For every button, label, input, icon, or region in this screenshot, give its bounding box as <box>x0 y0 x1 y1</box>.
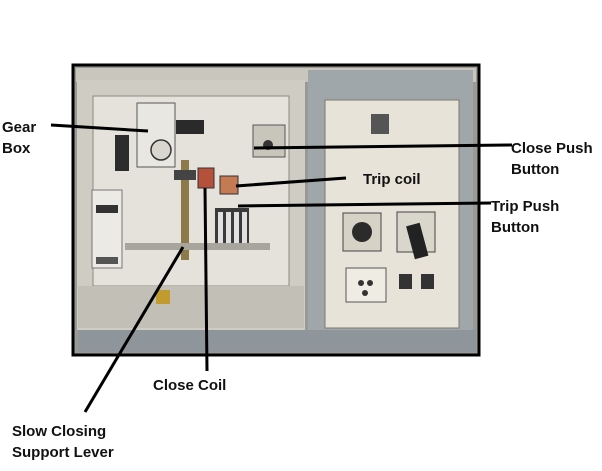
pointer-close-coil <box>203 187 209 372</box>
name-plate <box>91 189 123 269</box>
spring-shaft <box>181 160 189 260</box>
label-close-push-button: Close Push Button <box>511 138 593 180</box>
label-close-coil: Close Coil <box>153 375 226 396</box>
label-close-push-button-line2: Button <box>511 161 560 178</box>
label-trip-push-button: Trip Push Button <box>491 196 559 238</box>
label-gear-box: Gear Box <box>2 117 36 159</box>
gear-wheel <box>150 139 172 161</box>
label-trip-push-button-line1: Trip Push <box>491 198 560 215</box>
label-trip-coil: Trip coil <box>363 169 421 190</box>
label-slow-closing-line1: Slow Closing <box>12 423 107 440</box>
pointer-gear-box <box>50 123 149 133</box>
trip-coil-body <box>219 175 239 195</box>
pointer-trip-push-button <box>237 201 492 208</box>
pointer-trip-coil <box>235 176 347 188</box>
socket-outlet <box>345 267 387 303</box>
pointer-slow-closing-lever <box>83 246 185 413</box>
label-close-coil-line1: Close Coil <box>153 377 227 394</box>
close-coil-body <box>197 167 215 189</box>
label-slow-closing-support-lever: Slow Closing Support Lever <box>12 421 114 463</box>
base-rail <box>125 243 270 250</box>
label-gear-box-line1: Gear <box>2 119 37 136</box>
label-trip-push-button-line2: Button <box>491 219 540 236</box>
label-gear-box-line2: Box <box>2 140 31 157</box>
pointer-close-push-button <box>253 143 513 150</box>
label-close-push-button-line1: Close Push <box>511 140 593 157</box>
label-trip-coil-line1: Trip coil <box>363 171 421 188</box>
label-slow-closing-line2: Support Lever <box>12 444 114 461</box>
